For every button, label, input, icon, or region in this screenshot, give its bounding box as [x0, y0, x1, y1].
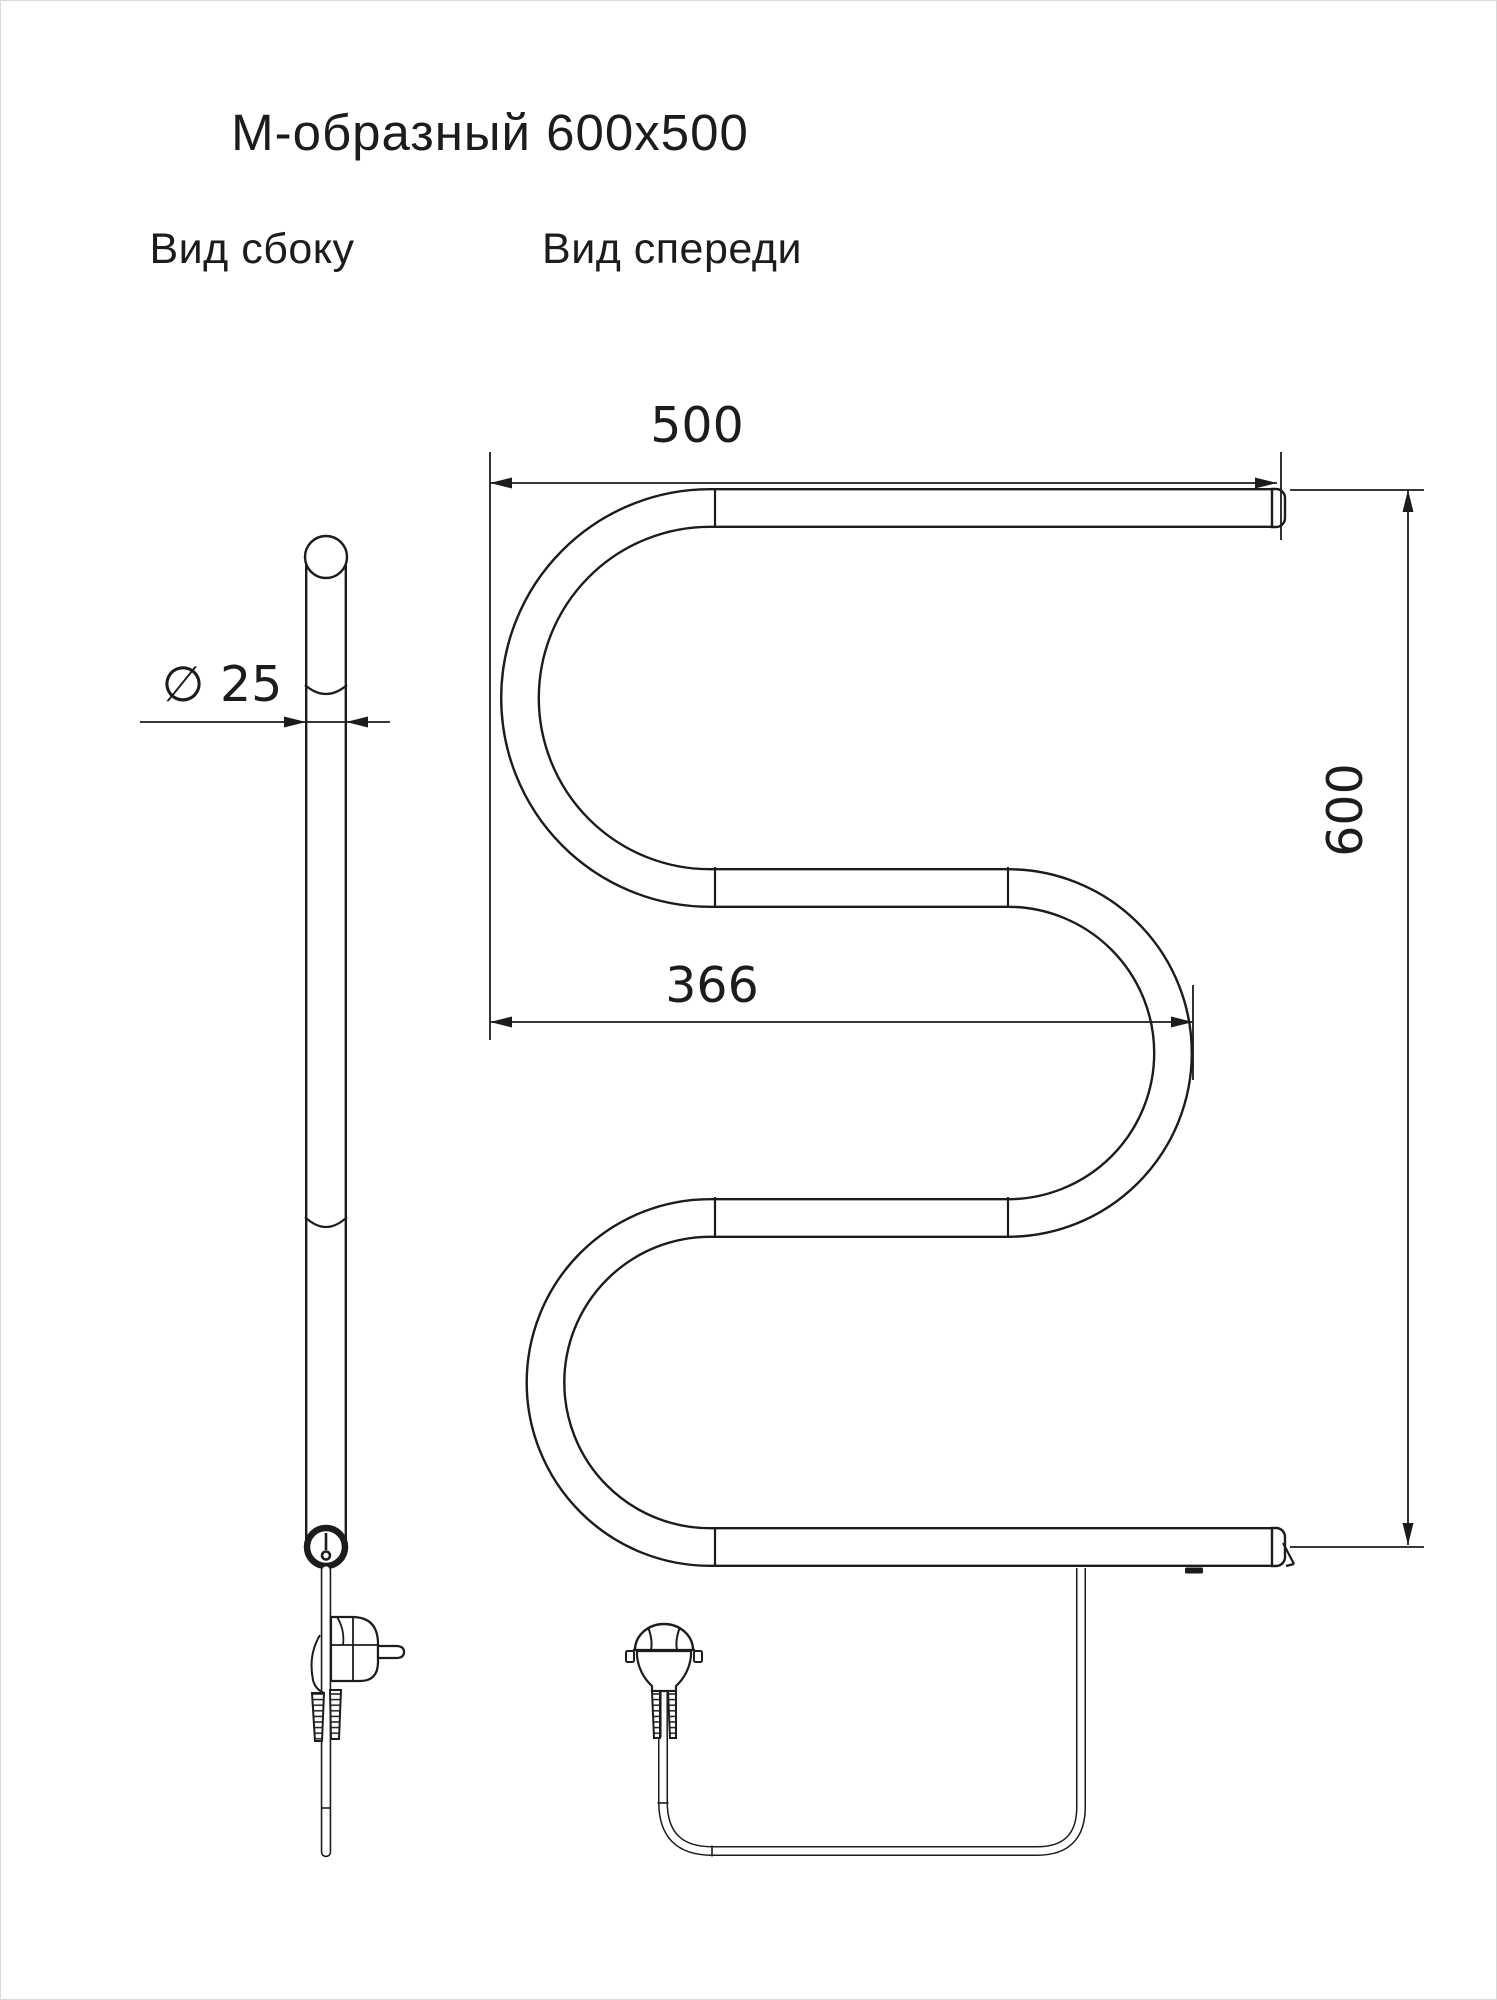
weld-seams: [713, 488, 1010, 1567]
pipe-diameter-value: ∅ 25: [162, 656, 283, 713]
plug-pin: [376, 1644, 406, 1660]
side-electric-terminal: [303, 1524, 349, 1570]
inner-width-value: 366: [665, 957, 759, 1014]
arrowhead: [1171, 1016, 1193, 1028]
dimension-inner-width-366: 366: [490, 957, 1194, 1080]
side-power-cable: [320, 1564, 332, 1858]
wall-bracket: [1282, 1542, 1295, 1568]
bottom-tube-end-cap: [1270, 1526, 1287, 1568]
arrowhead: [346, 716, 368, 728]
plug-earth-clip: [693, 1650, 703, 1663]
width-value: 500: [650, 397, 744, 454]
cable-gland-mark: [1185, 1567, 1203, 1574]
dimension-pipe-diameter: ∅ 25: [140, 656, 390, 728]
plug-earth-clip: [625, 1650, 635, 1663]
arrowhead: [1255, 477, 1277, 489]
arrowhead: [490, 1016, 512, 1028]
front-view-label: Вид спереди: [542, 225, 802, 273]
arrowhead: [1402, 1523, 1414, 1545]
side-pipe-joint-lower: [304, 1216, 348, 1229]
front-view-drawing: 500 366 600: [489, 397, 1424, 1857]
arrowhead: [1402, 490, 1414, 512]
arrowhead: [490, 477, 512, 489]
side-pipe: [303, 534, 349, 1547]
side-view-drawing: ∅ 25: [140, 534, 406, 1858]
side-view-label: Вид сбоку: [149, 225, 354, 273]
front-power-cord: [657, 1568, 1086, 1857]
top-tube-end-cap: [1270, 487, 1287, 529]
side-pipe-top-cap: [303, 534, 349, 580]
plug-dome: [633, 1622, 695, 1651]
page-title: М-образный 600х500: [231, 104, 749, 161]
front-power-plug: [625, 1622, 703, 1739]
side-power-plug: [310, 1615, 406, 1742]
dimension-width-500: 500: [489, 397, 1282, 1040]
serpentine-pipe: [500, 487, 1295, 1574]
side-pipe-joint-upper: [304, 684, 348, 696]
dimension-height-600: 600: [1290, 489, 1424, 1548]
height-value: 600: [1317, 763, 1374, 857]
arrowhead: [284, 716, 306, 728]
